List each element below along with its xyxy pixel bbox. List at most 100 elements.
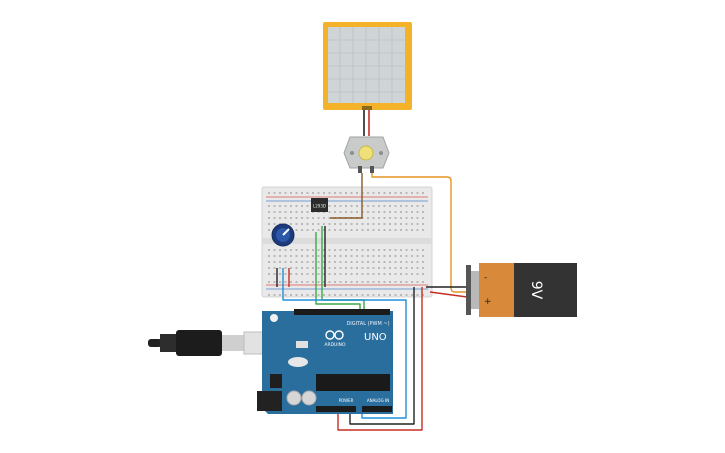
breadboard-hole (268, 273, 270, 275)
breadboard-hole (422, 229, 424, 231)
breadboard-hole (295, 273, 298, 275)
atmega-chip (316, 374, 390, 391)
breadboard-hole (268, 223, 270, 225)
breadboard-hole (389, 192, 391, 194)
breadboard-hole (268, 255, 270, 257)
breadboard-hole (317, 249, 320, 251)
breadboard-hole (400, 205, 402, 207)
breadboard-hole (268, 267, 270, 269)
breadboard-hole (356, 192, 358, 194)
breadboard-hole (411, 223, 413, 225)
reset-button[interactable] (270, 314, 278, 322)
breadboard-hole (339, 223, 342, 225)
breadboard-hole (394, 255, 397, 257)
breadboard-hole (405, 249, 408, 251)
breadboard-hole (273, 267, 276, 269)
breadboard-hole (345, 249, 347, 251)
breadboard-hole (295, 211, 298, 213)
breadboard-hole (378, 273, 380, 275)
breadboard-hole (405, 192, 408, 194)
breadboard-hole (416, 294, 419, 296)
breadboard-hole (339, 192, 342, 194)
breadboard-hole (378, 229, 380, 231)
breadboard-hole (411, 217, 413, 219)
breadboard-hole (317, 255, 320, 257)
potentiometer-icon[interactable] (271, 223, 295, 247)
breadboard-hole (350, 223, 353, 225)
breadboard-hole (350, 192, 353, 194)
panel-terminal (362, 106, 372, 110)
motor-driver-chip[interactable]: L293D (311, 198, 328, 212)
breadboard-hole (416, 205, 419, 207)
arduino-uno-board[interactable]: DIGITAL (PWM ~) ARDUINO UNO POWER ANALOG… (257, 309, 393, 414)
breadboard-hole (350, 229, 353, 231)
breadboard-hole (383, 281, 386, 283)
breadboard-hole (290, 255, 292, 257)
breadboard-hole (279, 261, 281, 263)
breadboard-hole (306, 205, 309, 207)
breadboard-hole (356, 294, 358, 296)
breadboard-hole (411, 294, 413, 296)
breadboard-hole (422, 261, 424, 263)
battery-9v[interactable]: - + 9V (466, 263, 577, 317)
breadboard-hole (295, 281, 298, 283)
breadboard-hole (268, 205, 270, 207)
breadboard-hole (356, 255, 358, 257)
breadboard-hole (394, 273, 397, 275)
breadboard-hole (317, 223, 320, 225)
breadboard-hole (350, 273, 353, 275)
breadboard-hole (345, 205, 347, 207)
breadboard-hole (312, 217, 314, 219)
breadboard-hole (356, 223, 358, 225)
breadboard-hole (328, 255, 331, 257)
power-label: POWER (339, 398, 354, 403)
breadboard-hole (334, 249, 336, 251)
breadboard-hole (411, 255, 413, 257)
breadboard-hole (273, 223, 276, 225)
breadboard-hole (350, 205, 353, 207)
breadboard-hole (306, 281, 309, 283)
breadboard-hole (273, 255, 276, 257)
breadboard-hole (394, 205, 397, 207)
breadboard-hole (279, 192, 281, 194)
breadboard-hole (383, 229, 386, 231)
motor-driver-label: L293D (313, 204, 326, 209)
breadboard-hole (317, 192, 320, 194)
breadboard-hole (400, 281, 402, 283)
breadboard-hole (295, 192, 298, 194)
breadboard-hole (383, 273, 386, 275)
arduino-brand: ARDUINO (324, 342, 346, 348)
breadboard-hole (356, 205, 358, 207)
solar-panel[interactable] (323, 22, 412, 110)
wires (282, 173, 468, 431)
breadboard-hole (295, 261, 298, 263)
usb-cable-icon (148, 330, 279, 356)
breadboard-hole (422, 217, 424, 219)
breadboard-hole (273, 211, 276, 213)
breadboard-hole (350, 211, 353, 213)
breadboard-hole (334, 273, 336, 275)
breadboard-hole (284, 261, 287, 263)
breadboard-hole (295, 267, 298, 269)
breadboard-hole (273, 261, 276, 263)
breadboard[interactable] (261, 186, 433, 298)
breadboard-hole (279, 273, 281, 275)
breadboard-hole (394, 261, 397, 263)
breadboard-hole (328, 217, 331, 219)
breadboard-hole (301, 211, 303, 213)
breadboard-hole (394, 229, 397, 231)
breadboard-hole (372, 261, 375, 263)
breadboard-hole (345, 229, 347, 231)
breadboard-hole (323, 294, 325, 296)
breadboard-hole (328, 223, 331, 225)
breadboard-hole (361, 281, 364, 283)
dc-motor-icon[interactable] (343, 136, 390, 173)
wire-green (315, 232, 361, 311)
breadboard-hole (306, 229, 309, 231)
breadboard-hole (328, 192, 331, 194)
breadboard-hole (306, 273, 309, 275)
breadboard-hole (328, 211, 331, 213)
breadboard-hole (290, 192, 292, 194)
breadboard-hole (389, 261, 391, 263)
breadboard-hole (295, 294, 298, 296)
